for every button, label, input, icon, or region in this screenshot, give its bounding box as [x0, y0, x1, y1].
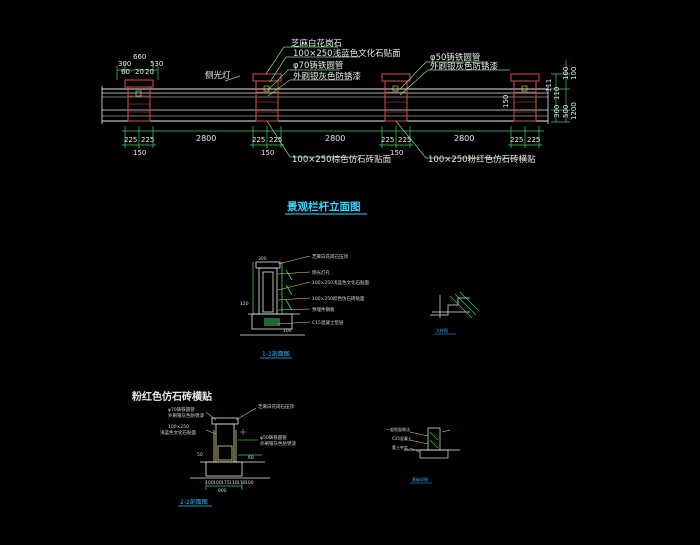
right-dim-150: 150	[502, 95, 510, 108]
s2-dim-3: 175	[221, 480, 230, 486]
d2-note-1: C15混凝土	[392, 435, 412, 441]
right-dim-100a: 100	[570, 67, 578, 80]
right-dim-111: 111	[545, 79, 553, 92]
pier-3	[381, 73, 411, 122]
right-dim-100b: 100	[562, 67, 570, 80]
right-dim-110: 110	[553, 87, 561, 100]
top-dim-660: 660	[133, 53, 146, 61]
callout-cap-stone: 芝麻白花岗石	[291, 38, 342, 49]
s2-dim-8: 900	[218, 488, 227, 494]
railing-elevation: 300 660 530 60 20 20 100 100 1200 150 11…	[101, 38, 578, 215]
section-2-2: 粉红色仿石砖横贴 φ70铸铁圆管	[132, 390, 296, 507]
s2-note-right-2: 外刷银灰色防锈漆	[260, 440, 296, 447]
s2-dim-7: 60	[248, 455, 254, 461]
s1-note-2: 100×250浅蓝色文化石贴面	[312, 279, 369, 286]
bottom-dim-2800a: 2800	[196, 134, 216, 143]
d2-note-2: 素土夯实	[392, 444, 408, 450]
s2-note-right-1: φ50铸铁圆管	[260, 434, 287, 441]
bottom-dim-150b: 150	[261, 149, 274, 157]
bottom-dim-225f: 225	[398, 136, 411, 144]
bottom-dim-225d: 225	[269, 136, 282, 144]
callout-paint-grey: 外刷银灰色防锈漆	[293, 71, 362, 82]
bottom-dim-225b: 225	[141, 136, 154, 144]
top-dim-20a: 20	[135, 68, 144, 76]
callout-pink-brick: 100×250粉红色仿石砖横贴	[428, 154, 536, 165]
s2-note-left-3: 浅蓝色文化石贴面	[160, 429, 196, 436]
s2-note-right-0: 芝麻白花岗石压顶	[258, 403, 294, 410]
d2-note-0: 一般地面做法	[386, 426, 410, 432]
bottom-dim-225g: 225	[510, 136, 523, 144]
top-dim-20b: 20	[145, 68, 154, 76]
s1-note-1: 侧光灯孔	[312, 269, 330, 276]
pier-4	[510, 73, 540, 122]
elevation-title: 景观栏杆立面图	[286, 200, 361, 213]
s2-dim-4: 110	[229, 480, 238, 486]
s2-dim-2: 100	[213, 480, 222, 486]
s1-dim-1: 300	[258, 256, 267, 262]
bottom-dim-150a: 150	[133, 149, 146, 157]
s2-note-left-0: φ70铸铁圆管	[168, 406, 195, 413]
s1-note-3: 100×250棕色仿石砖贴面	[312, 295, 365, 302]
callout-blue-cladding: 100×250浅蓝色文化石贴面	[293, 48, 401, 59]
section-2-heading: 粉红色仿石砖横贴	[132, 390, 212, 403]
s2-note-left-1: 外刷银灰色防锈漆	[168, 412, 204, 419]
top-dim-530: 530	[150, 60, 163, 68]
callout-side-light: 侧光灯	[205, 70, 231, 81]
detail-small-1-label: 大样图	[436, 327, 448, 333]
s1-dim-0: 120	[240, 301, 249, 307]
s2-dim-0: 50	[197, 452, 203, 458]
section-2-label: 2-2剖面图	[180, 498, 208, 506]
detail-small-1: 大样图	[430, 291, 479, 335]
section-1-label: 1-1剖面图	[262, 350, 290, 358]
right-dim-1200: 1200	[570, 102, 578, 120]
s1-dim-2: 100	[283, 328, 292, 334]
detail-small-2: 一般地面做法 C15混凝土 素土夯实 基础详图	[386, 426, 460, 484]
section-1-1: 芝麻白花岗石压顶 侧光灯孔 100×250浅蓝色文化石贴面 100×250棕色仿…	[240, 253, 369, 359]
s1-note-0: 芝麻白花岗石压顶	[312, 253, 348, 260]
bottom-dim-225a: 225	[124, 136, 137, 144]
s2-note-left-2: 100×250	[168, 424, 189, 430]
callout-pipe-70: φ70铸铁圆管	[293, 60, 343, 71]
s2-dim-5: 170	[237, 480, 246, 486]
s1-note-4: 预埋件钢板	[312, 306, 335, 313]
s1-note-5: C15混凝土垫层	[312, 319, 344, 326]
bottom-dim-150c: 150	[390, 149, 403, 157]
detail-small-2-label: 基础详图	[412, 476, 428, 482]
bottom-dim-225c: 225	[252, 136, 265, 144]
bottom-dim-2800c: 2800	[454, 134, 474, 143]
callout-face-brick: 100×250棕色仿石砖贴面	[292, 154, 392, 165]
pier-1	[124, 79, 154, 122]
top-dim-300: 300	[118, 60, 131, 68]
bottom-dim-225h: 225	[527, 136, 540, 144]
top-dim-60: 60	[121, 68, 130, 76]
right-dim-300: 300	[553, 105, 561, 118]
right-dim-500: 500	[562, 105, 570, 118]
s2-dim-6: 100	[245, 480, 254, 486]
bottom-dim-2800b: 2800	[325, 134, 345, 143]
s2-dim-1: 100	[205, 480, 214, 486]
callout-paint-grey-2: 外刷银灰色防锈漆	[430, 61, 499, 72]
callout-pipe-50: φ50铸铁圆管	[430, 52, 480, 63]
bottom-dim-225e: 225	[381, 136, 394, 144]
